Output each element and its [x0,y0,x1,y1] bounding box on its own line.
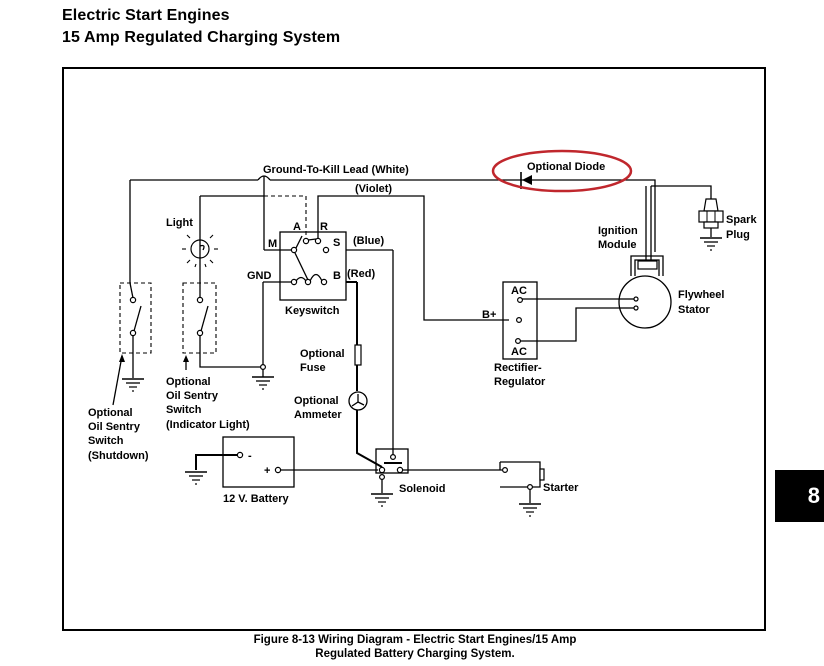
oil-sentry-shutdown-label-2: Oil Sentry [88,421,141,433]
b-plus-label: B+ [482,309,496,321]
oil-sentry-indicator-switch [182,282,263,370]
fuse-label-1: Optional [300,348,345,360]
flywheel-label-2: Stator [678,304,711,316]
oil-sentry-shutdown-label-4: (Shutdown) [88,450,149,462]
accessory-dashed-wire [264,195,307,236]
keyswitch-label: Keyswitch [285,305,340,317]
page-title: Electric Start Engines [62,7,230,24]
ignition-module [630,185,712,276]
starter-motor [499,461,545,503]
solenoid-label: Solenoid [399,483,445,495]
starter-label: Starter [543,482,579,494]
battery-pos-label: + [264,465,270,477]
spark-plug-label-1: Spark [726,214,757,226]
figure-caption-line1: Figure 8-13 Wiring Diagram - Electric St… [253,634,577,646]
violet-wire [317,195,509,321]
violet-label: (Violet) [355,183,392,195]
oil-sentry-indicator-label-1: Optional [166,376,211,388]
diagram-frame [62,67,766,631]
battery [195,436,378,488]
ammeter-icon [348,391,368,411]
rectifier-label-2: Regulator [494,376,546,388]
figure-caption-line2: Regulated Battery Charging System. [315,648,515,660]
optional-diode-label: Optional Diode [527,161,605,173]
red-wire-label: (Red) [347,268,375,280]
oil-sentry-shutdown-label-3: Switch [88,435,124,447]
ground-to-kill-lead [129,175,656,283]
ammeter-label-2: Ammeter [294,409,342,421]
ignition-module-label-2: Module [598,239,637,251]
ground-junction [260,364,267,371]
fuse-icon [354,344,362,366]
blue-wire-label: (Blue) [353,235,385,247]
flywheel-label-1: Flywheel [678,289,724,301]
rectifier-regulator [502,281,620,360]
kill-branch-wire [199,195,265,240]
keyswitch [262,231,394,457]
rectifier-label-1: Rectifier- [494,362,542,374]
terminal-b-label: B [333,270,341,282]
light-label: Light [166,217,193,229]
spark-plug-label-2: Plug [726,229,750,241]
battery-neg-label: - [248,450,252,462]
flywheel-stator [618,275,672,329]
solenoid [375,448,502,493]
oil-sentry-shutdown-switch [112,282,152,406]
ammeter-label-1: Optional [294,395,339,407]
rectifier-ac-top: AC [511,285,527,297]
ground-to-kill-label: Ground-To-Kill Lead (White) [263,164,409,176]
terminal-a-label: A [293,221,301,233]
fuse-label-2: Fuse [300,362,326,374]
oil-sentry-indicator-label-3: Switch [166,404,202,416]
battery-label: 12 V. Battery [223,493,290,505]
terminal-gnd-label: GND [247,270,272,282]
rectifier-ac-bottom: AC [511,346,527,358]
ignition-module-label-1: Ignition [598,225,638,237]
terminal-s-label: S [333,237,340,249]
ammeter-to-solenoid-wire [356,410,383,468]
section-tab: 8 [775,470,824,522]
oil-sentry-shutdown-label-1: Optional [88,407,133,419]
page-subtitle: 15 Amp Regulated Charging System [62,29,341,46]
oil-sentry-indicator-label-4: (Indicator Light) [166,419,250,431]
terminal-r-label: R [320,221,328,233]
light-bulb-icon [182,234,218,300]
terminal-m-label: M [268,238,277,250]
spark-plug-icon [698,198,724,237]
oil-sentry-indicator-label-2: Oil Sentry [166,390,219,402]
highlight-ellipse [491,149,633,193]
